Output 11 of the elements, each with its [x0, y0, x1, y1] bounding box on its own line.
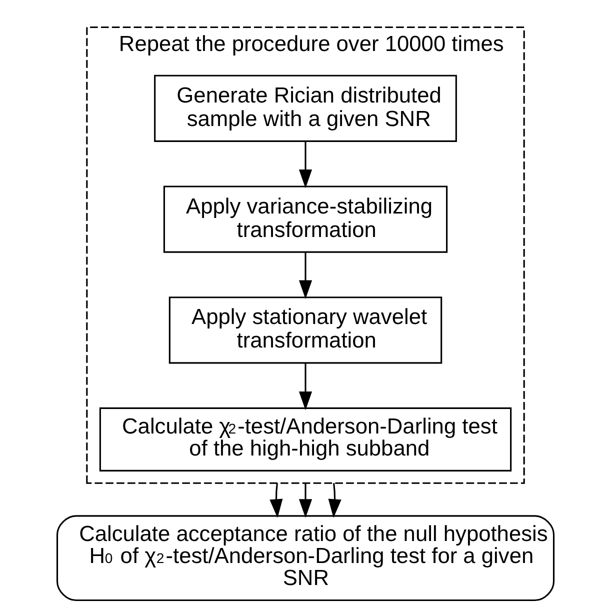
node-box: Calculate χ2-test/Anderson-Darling test of the high-high subband	[99, 407, 512, 472]
arrow	[298, 142, 312, 188]
node-box: Apply stationary wavelet transformation	[168, 296, 442, 364]
arrow	[298, 362, 312, 410]
arrow	[328, 483, 342, 518]
node-box: Calculate acceptance ratio of the null hypothesis H0 of χ2-test/Anderson-Darling test for a given SNR	[56, 515, 555, 602]
node-box: Generate Rician distributed sample with a given SNR	[154, 74, 457, 142]
arrow	[270, 483, 283, 518]
node-box: Apply variance-stabilizing transformation	[163, 186, 448, 253]
arrow	[298, 483, 312, 518]
arrow	[298, 252, 312, 300]
